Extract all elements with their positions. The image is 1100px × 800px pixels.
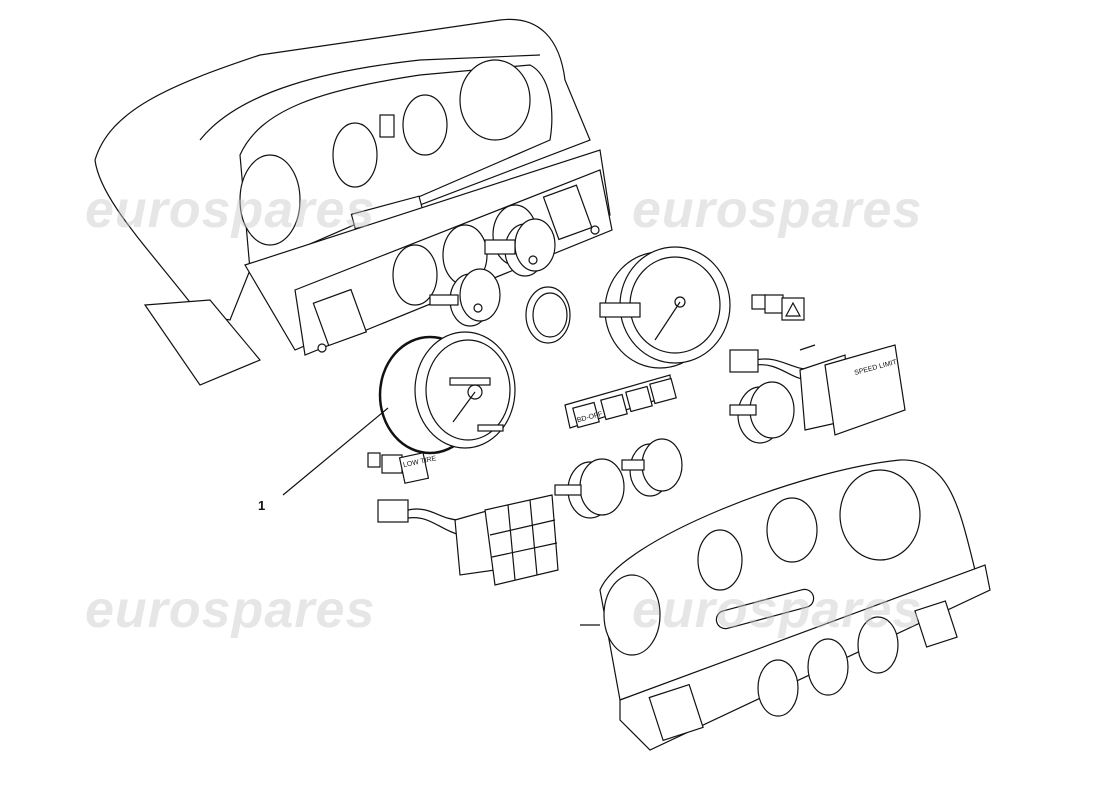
small-gauge-1 [429, 268, 501, 327]
upper-fascia-plate [244, 149, 613, 356]
dashboard-hood [94, 18, 591, 386]
hazard-switch [751, 294, 805, 321]
warning-lamp-cluster-left [377, 494, 559, 586]
speedometer [378, 331, 516, 455]
small-gauge-3 [621, 438, 683, 497]
callout-leader-1 [282, 407, 389, 496]
lower-fascia-plate [580, 459, 991, 751]
tachometer [599, 246, 731, 369]
switch-strip: BD-OFF [564, 374, 677, 429]
small-gauge-5 [554, 458, 625, 519]
low-tire-switch: LOW TIRE [367, 452, 437, 484]
bezel-ring [525, 286, 571, 344]
warning-lamp-cluster-right: SPEED LIMIT [729, 344, 906, 436]
callout-label-1: 1 [258, 498, 266, 513]
small-gauge-4 [729, 381, 795, 444]
small-gauge-2 [484, 218, 556, 277]
